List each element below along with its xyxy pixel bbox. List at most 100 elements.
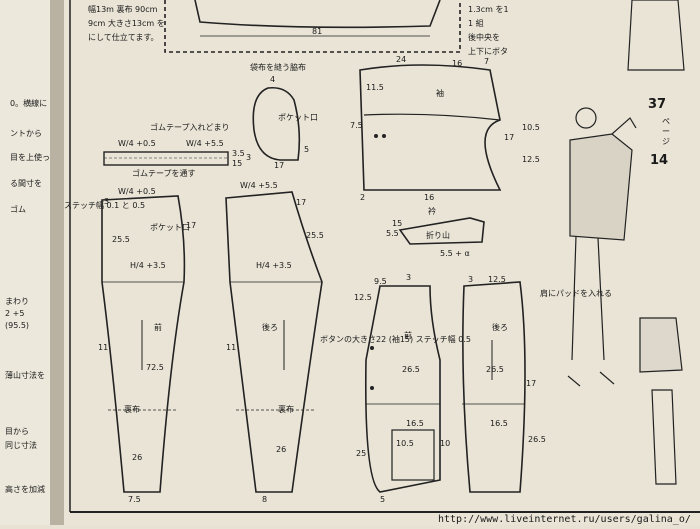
- figure-shoes: [567, 371, 615, 387]
- collar-outline: [398, 217, 485, 245]
- collar-piece: 衿 折り山 5.5 15 5.5 + α: [386, 206, 485, 258]
- pocket-bag-n1: 4: [270, 75, 275, 84]
- sleeve-piece: 袖 24 16 7 11.5 7.5 10.5 12.5 17 16 2: [350, 55, 540, 202]
- front-num-l: 11: [98, 343, 108, 352]
- jacket-front-n-265: 26.5: [402, 365, 420, 374]
- waistband-title: ゴムテープ入れどまり: [150, 122, 230, 132]
- jacket-back-n-17: 17: [526, 379, 536, 388]
- waistband-n1: 3.5: [232, 149, 245, 158]
- jacket-flat-sketch: [639, 317, 683, 373]
- collar-n2: 15: [392, 219, 402, 228]
- watermark-url: http://www.liveinternet.ru/users/galina_…: [438, 514, 691, 525]
- jacket-front-n-105: 10.5: [396, 439, 414, 448]
- hem-width-label: 81: [312, 27, 322, 36]
- collar-fold: 折り山: [426, 230, 450, 240]
- sleeve-seam: [363, 113, 501, 121]
- jacket-front-button-note: ボタンの大きさ22 (袖15) ステッチ幅 0.5: [320, 334, 471, 344]
- jacket-front-n-5: 5: [380, 495, 385, 504]
- sleeve-button-1: [374, 134, 378, 138]
- sleeve-n-top: 24: [396, 55, 406, 64]
- sleeve-n-17: 17: [504, 133, 514, 142]
- jacket-front-piece: 前 ボタンの大きさ22 (袖15) ステッチ幅 0.5 9.5 3 12.5 2…: [320, 273, 471, 504]
- pocket-bag-outline: [252, 86, 301, 161]
- left-fragment-4: ゴム: [10, 204, 26, 214]
- pants-flat-sketch: [651, 389, 677, 485]
- pocket-bag-title: 袋布を縫う脇布: [250, 62, 306, 72]
- front-num-knee: 26: [132, 453, 142, 462]
- top-note-block: 幅13m 裏布 90cm 9cm 大きさ13cm を にして仕立てます。 1.3…: [88, 4, 509, 56]
- pocket-bag-piece: 袋布を縫う脇布 ポケット口 4 17 5 3: [246, 62, 318, 170]
- back-num-knee: 26: [276, 445, 286, 454]
- front-length: 72.5: [146, 363, 164, 372]
- page-label-3: ジ: [662, 137, 670, 146]
- front-formula-h: H/4 +3.5: [130, 261, 166, 270]
- sleeve-outline: [359, 64, 502, 191]
- left-fragment-0: 0。横線に: [10, 98, 47, 108]
- jacket-back-n-265: 26.5: [486, 365, 504, 374]
- back-num-l: 11: [226, 343, 236, 352]
- jacket-front-n-95: 9.5: [374, 277, 387, 286]
- sleeve-n-15: 11.5: [366, 83, 384, 92]
- left-note-6: 高さを加減: [5, 484, 45, 494]
- front-num-17: 17: [186, 221, 196, 230]
- jacket-front-label: 前: [404, 330, 412, 340]
- collar-label: 衿: [428, 206, 436, 216]
- waistband-formula-2: W/4 +5.5: [186, 139, 224, 148]
- jacket-back-label: 後ろ: [492, 322, 508, 332]
- back-formula-w: W/4 +5.5: [240, 181, 278, 190]
- sleeve-label: 袖: [436, 88, 444, 98]
- sleeve-n-2: 2: [360, 193, 365, 202]
- front-pants-piece: W/4 +0.5 H/4 +3.5 前 ポケット口 ステッチ幅 0.1 と 0.…: [64, 187, 196, 504]
- left-page-text: 0。横線に ントから 目を上使っ る間寸を ゴム まわり 2 +5 (95.5)…: [5, 98, 50, 494]
- top-note-0: 幅13m 裏布 90cm: [88, 4, 158, 14]
- left-note-2: (95.5): [5, 321, 29, 330]
- jacket-back-n-165: 16.5: [490, 419, 508, 428]
- figure-legs: [571, 235, 605, 361]
- pocket-bag-label: ポケット口: [278, 113, 318, 122]
- back-pants-piece: W/4 +5.5 H/4 +3.5 後ろ 裏布 8 26 25.5 11 17: [225, 181, 324, 504]
- left-fragment-3: る間寸を: [10, 178, 42, 188]
- jacket-front-n-125: 12.5: [354, 293, 372, 302]
- front-hem-label: 裏布: [124, 404, 140, 414]
- figure-head: [575, 107, 597, 129]
- top-note-6: 上下にボタ: [468, 47, 508, 56]
- pocket-bag-n4: 3: [246, 153, 251, 162]
- back-label: 後ろ: [262, 322, 278, 332]
- sleeve-n-16: 16: [452, 59, 462, 68]
- jacket-back-n-3: 3: [468, 275, 473, 284]
- left-note-5: 同じ寸法: [5, 440, 37, 450]
- front-formula-w: W/4 +0.5: [118, 187, 156, 196]
- page-item: 14: [650, 153, 668, 168]
- front-stitch-note: ステッチ幅 0.1 と 0.5: [64, 200, 145, 210]
- jacket-front-n-165: 16.5: [406, 419, 424, 428]
- collar-n1: 5.5: [386, 229, 399, 238]
- jacket-back-n-265b: 26.5: [528, 435, 546, 444]
- jacket-front-pocket: [391, 429, 435, 481]
- front-pocket-label: ポケット口: [150, 223, 190, 232]
- sleeve-n-105: 10.5: [522, 123, 540, 132]
- page-number: 37: [648, 97, 666, 112]
- back-pants-outline: [225, 191, 323, 493]
- top-note-1: 9cm 大きさ13cm を: [88, 18, 165, 28]
- jacket-front-n-25: 25: [356, 449, 366, 458]
- jacket-back-n-125: 12.5: [488, 275, 506, 284]
- front-num-hem: 7.5: [128, 495, 141, 504]
- hem-outline: [194, 0, 441, 29]
- jacket-front-n-3: 3: [406, 273, 411, 282]
- jacket-back-shoulder-note: 肩にパッドを入れる: [540, 288, 612, 298]
- left-fragment-1: ントから: [10, 129, 42, 138]
- left-note-0: まわり: [5, 297, 29, 306]
- waistband-piece: ゴムテープ入れどまり W/4 +0.5 W/4 +5.5 ゴムテープを通す 3.…: [103, 122, 245, 178]
- page-badge: 37 ペ ー ジ 14: [648, 97, 670, 168]
- top-note-3: 1.3cm を1: [468, 5, 509, 14]
- left-fragment-2: 目を上使っ: [10, 152, 50, 162]
- sleeve-n-125: 12.5: [522, 155, 540, 164]
- front-pants-outline: [101, 195, 186, 493]
- top-note-4: 1 組: [468, 18, 484, 28]
- front-num-seat: 25.5: [112, 235, 130, 244]
- jacket-front-btn-2: [370, 386, 374, 390]
- page-label-2: ー: [662, 127, 670, 136]
